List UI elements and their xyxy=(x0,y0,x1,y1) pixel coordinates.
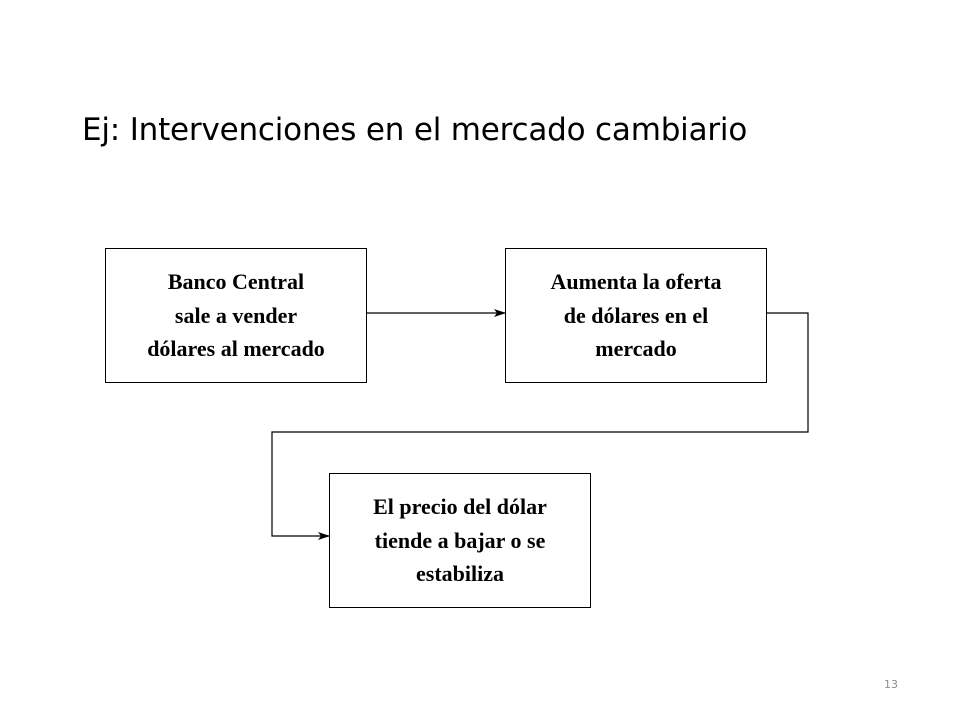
box-precio-dolar: El precio del dólar tiende a bajar o se … xyxy=(329,473,591,608)
box-line: dólares al mercado xyxy=(147,336,325,362)
box-line: Aumenta la oferta xyxy=(550,269,722,295)
slide-title: Ej: Intervenciones en el mercado cambiar… xyxy=(82,112,748,148)
arrow-oferta-to-precio xyxy=(271,312,809,540)
box-line: tiende a bajar o se xyxy=(374,527,546,553)
box-line: estabiliza xyxy=(416,561,504,587)
box-line: sale a vender xyxy=(174,302,298,328)
box-line: El precio del dólar xyxy=(373,494,547,520)
box-banco-central: Banco Central sale a vender dólares al m… xyxy=(105,248,367,383)
box-line: Banco Central xyxy=(167,269,305,295)
box-line: mercado xyxy=(595,336,677,362)
box-aumenta-oferta: Aumenta la oferta de dólares en el merca… xyxy=(505,248,767,383)
box-line: de dólares en el xyxy=(563,302,709,328)
page-number: 13 xyxy=(884,678,898,691)
